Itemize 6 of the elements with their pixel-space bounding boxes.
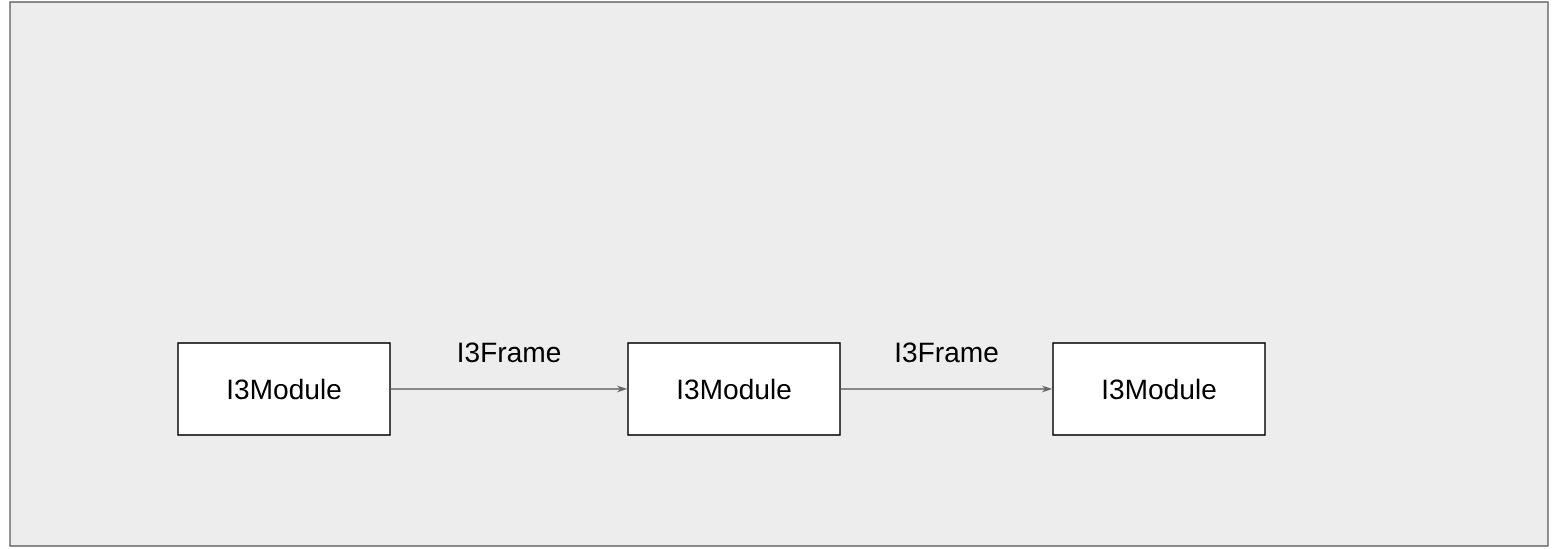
module-box: I3Module [627,342,841,436]
edge-label: I3Frame [896,342,998,363]
edge-label: I3Frame [459,342,561,363]
frame-background [9,1,1549,547]
module-box: I3Module [177,342,391,436]
module-box: I3Module [1052,342,1266,436]
